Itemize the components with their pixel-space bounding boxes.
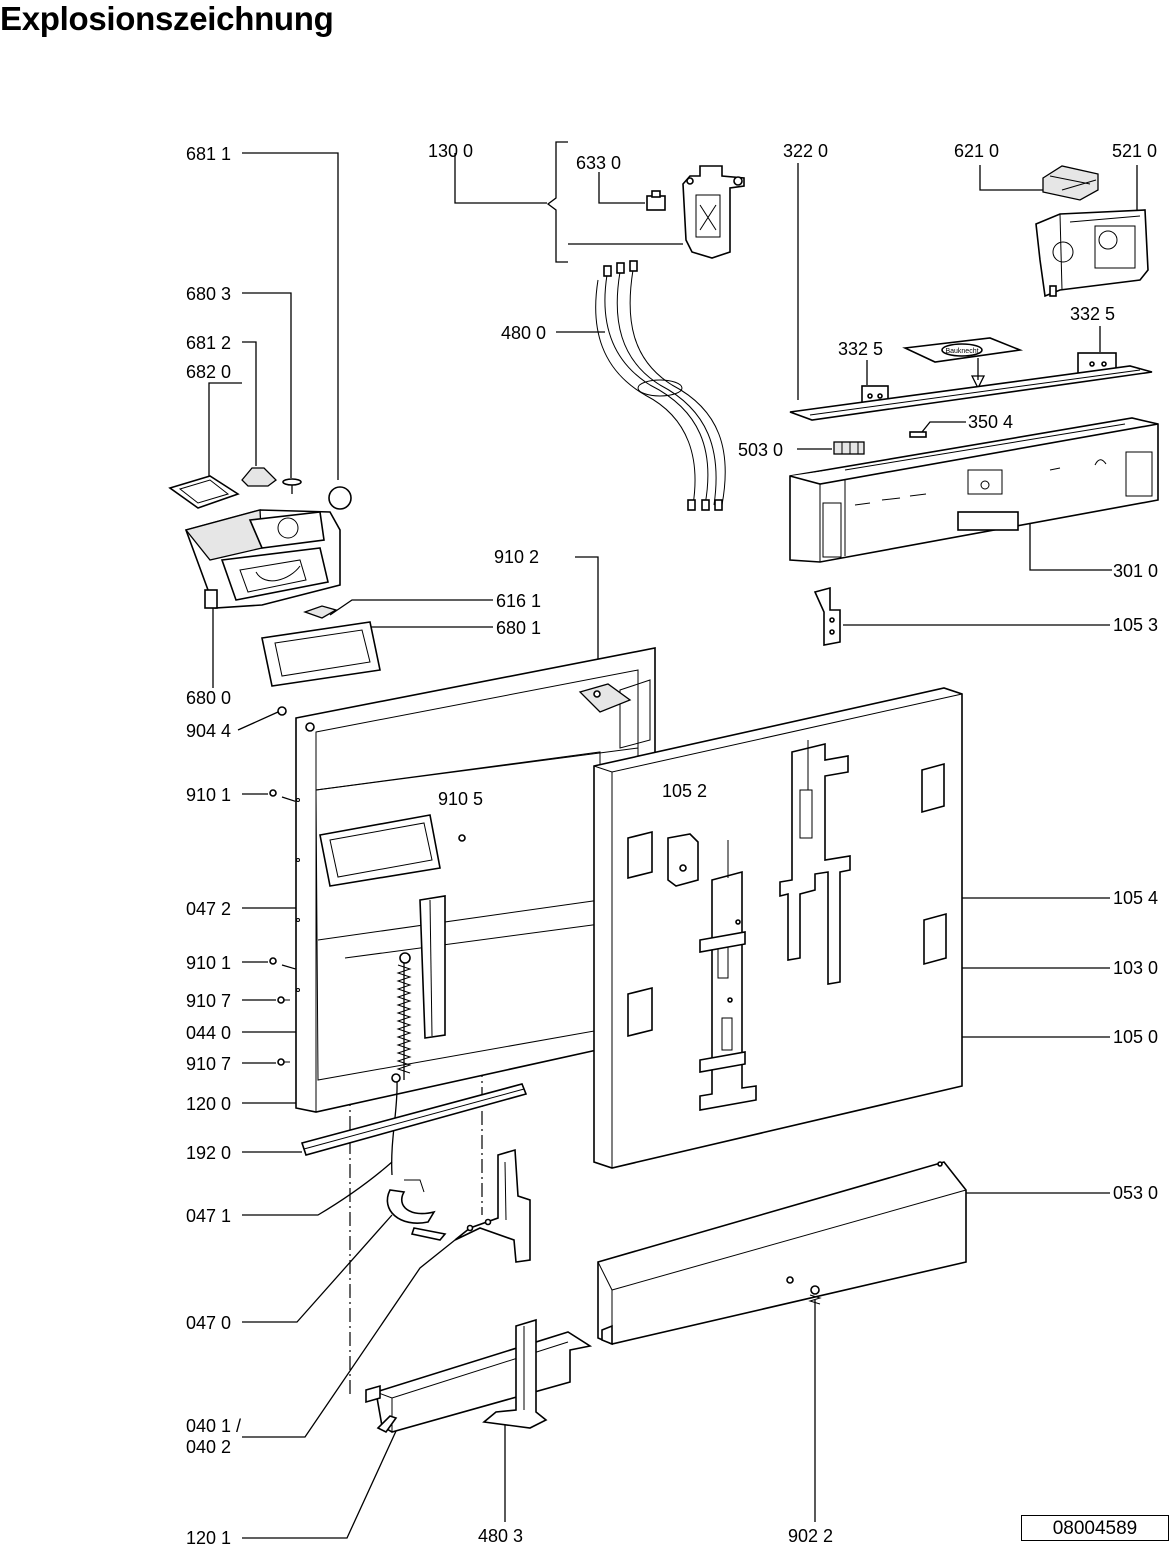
- part-clip-332-right: [1077, 352, 1117, 374]
- part-lower-panel-120-1: [365, 1331, 593, 1434]
- part-screw-902-2: [808, 1285, 822, 1305]
- label-120-0: 120 0: [186, 1094, 231, 1114]
- part-wiring-harness-480: [595, 260, 726, 511]
- part-electronic-module-521: [1035, 209, 1149, 298]
- part-gasket-frame-680-1: [261, 621, 381, 687]
- label-503-0: 503 0: [738, 440, 783, 460]
- part-screw-680-3: [282, 478, 302, 494]
- label-680-0: 680 0: [186, 688, 231, 708]
- part-screw-910-1-a: [269, 789, 277, 797]
- label-332-5-left: 332 5: [838, 339, 883, 359]
- label-047-0: 047 0: [186, 1313, 231, 1333]
- label-130-0: 130 0: [428, 141, 473, 161]
- label-044-0: 044 0: [186, 1023, 231, 1043]
- part-screw-910-5: [458, 834, 466, 842]
- label-047-2: 047 2: [186, 899, 231, 919]
- label-910-5: 910 5: [438, 789, 483, 809]
- parts: Bauknecht: [168, 165, 1159, 1434]
- part-screw-910-7-a: [277, 996, 290, 1004]
- label-910-1-a: 910 1: [186, 785, 231, 805]
- label-680-1: 680 1: [496, 618, 541, 638]
- part-strip-322: [789, 365, 1153, 421]
- label-105-0: 105 0: [1113, 1027, 1158, 1047]
- page-title: Explosionszeichnung: [0, 0, 334, 37]
- label-910-2: 910 2: [494, 547, 539, 567]
- label-120-1: 120 1: [186, 1528, 231, 1546]
- label-332-5-right: 332 5: [1070, 304, 1115, 324]
- label-910-7-b: 910 7: [186, 1054, 231, 1074]
- label-681-1: 681 1: [186, 144, 231, 164]
- part-bracket-105-3: [813, 586, 841, 646]
- part-connector-503: [833, 441, 865, 455]
- part-brand-plate: Bauknecht: [902, 337, 1024, 390]
- part-door-lock-130: [682, 165, 745, 259]
- label-105-2: 105 2: [662, 781, 707, 801]
- label-680-3: 680 3: [186, 284, 231, 304]
- label-633-0: 633 0: [576, 153, 621, 173]
- label-910-7-a: 910 7: [186, 991, 231, 1011]
- label-521-0: 521 0: [1112, 141, 1157, 161]
- label-480-0: 480 0: [501, 323, 546, 343]
- part-350: [909, 431, 927, 438]
- part-gasket-682: [168, 475, 240, 509]
- label-301-0: 301 0: [1113, 561, 1158, 581]
- part-control-panel-301: [789, 417, 1159, 563]
- part-screw-910-1-b: [269, 957, 277, 965]
- label-322-0: 322 0: [783, 141, 828, 161]
- part-cover-681-2: [241, 467, 277, 487]
- part-hinge-047: [386, 1179, 447, 1241]
- label-192-0: 192 0: [186, 1143, 231, 1163]
- brand-plate-text: Bauknecht: [945, 348, 978, 355]
- label-350-4: 350 4: [968, 412, 1013, 432]
- label-053-0: 053 0: [1113, 1183, 1158, 1203]
- label-040-2: 040 2: [186, 1437, 231, 1457]
- part-outer-door-103: [593, 687, 963, 1169]
- label-681-2: 681 2: [186, 333, 231, 353]
- part-cap-681-1: [328, 486, 352, 510]
- label-040-1: 040 1 /: [186, 1416, 241, 1436]
- part-rail-192: [300, 1083, 528, 1156]
- label-480-3: 480 3: [478, 1526, 523, 1546]
- part-connector-621: [1042, 165, 1099, 201]
- part-screw-910-7-b: [277, 1058, 290, 1066]
- label-910-1-b: 910 1: [186, 953, 231, 973]
- label-904-4: 904 4: [186, 721, 231, 741]
- label-902-2: 902 2: [788, 1526, 833, 1546]
- document-number-box: 08004589: [1021, 1515, 1169, 1541]
- label-103-0: 103 0: [1113, 958, 1158, 978]
- part-hinge-bracket-040: [454, 1148, 531, 1263]
- label-105-3: 105 3: [1113, 615, 1158, 635]
- label-047-1: 047 1: [186, 1206, 231, 1226]
- part-dispenser-680: [184, 509, 341, 609]
- part-screw-904-4: [277, 706, 287, 716]
- part-bracket-480-3: [482, 1318, 548, 1429]
- label-682-0: 682 0: [186, 362, 231, 382]
- label-621-0: 621 0: [954, 141, 999, 161]
- part-switch-633: [646, 190, 666, 211]
- part-bottom-rail-053: [597, 1161, 967, 1346]
- part-labels: 681 1 130 0 633 0 322 0 621 0 521 0 680 …: [186, 141, 1158, 1546]
- label-105-4: 105 4: [1113, 888, 1158, 908]
- label-616-1: 616 1: [496, 591, 541, 611]
- part-616: [303, 605, 338, 619]
